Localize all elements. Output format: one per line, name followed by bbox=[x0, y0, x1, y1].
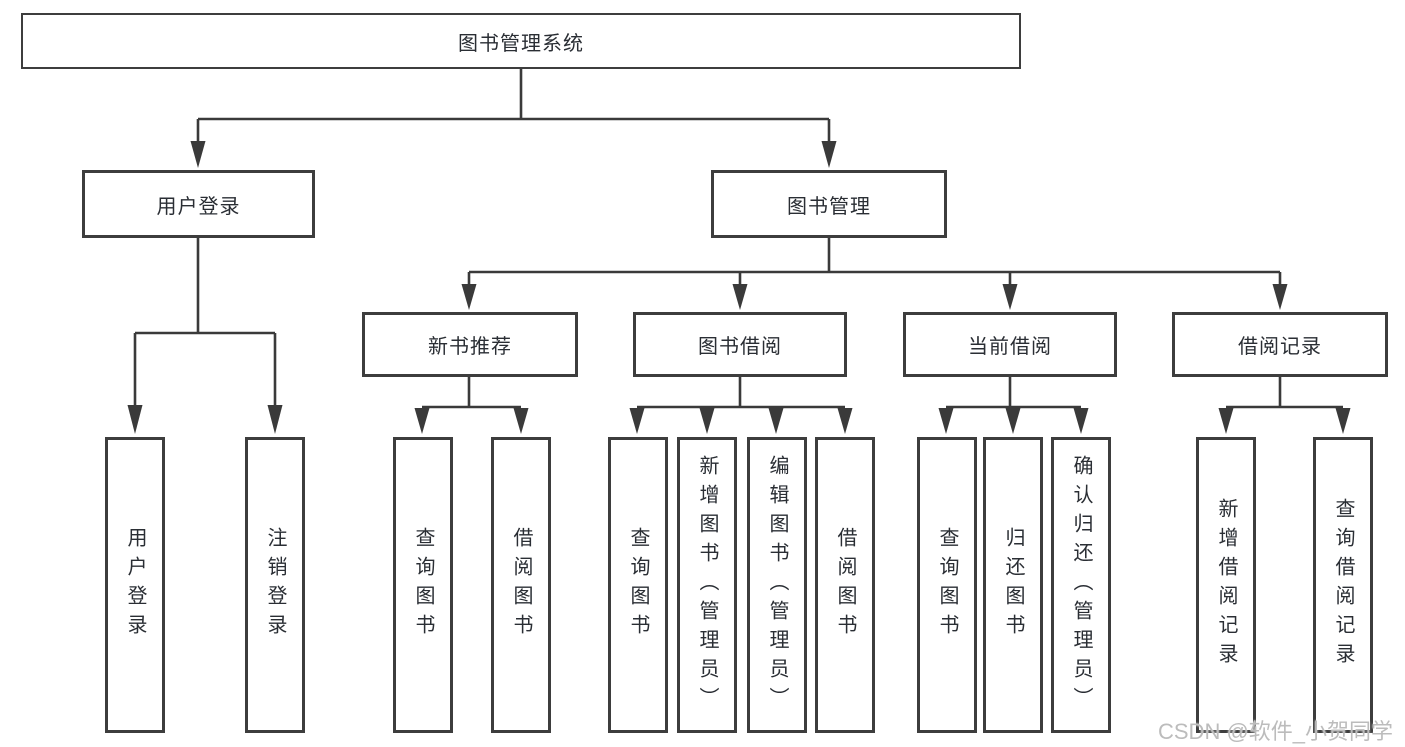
node-book-borrowing: 图书借阅 bbox=[633, 312, 847, 377]
leaf-logout: 注销登录 bbox=[245, 437, 305, 733]
leaf-borrow-books-recommend: 借阅图书 bbox=[491, 437, 551, 733]
leaf-edit-books-admin-label: 编辑图书（管理员） bbox=[766, 454, 788, 716]
node-new-book-recommendation: 新书推荐 bbox=[362, 312, 578, 377]
leaf-query-borrow-record-label: 查询借阅记录 bbox=[1332, 498, 1354, 672]
leaf-return-books-label: 归还图书 bbox=[1002, 527, 1024, 643]
leaf-edit-books-admin: 编辑图书（管理员） bbox=[747, 437, 807, 733]
arrowhead-icons bbox=[127, 141, 1351, 434]
leaf-user-login: 用户登录 bbox=[105, 437, 165, 733]
node-book-management: 图书管理 bbox=[711, 170, 947, 238]
leaf-confirm-return-admin-label: 确认归还（管理员） bbox=[1070, 454, 1092, 716]
leaf-query-borrow-record: 查询借阅记录 bbox=[1313, 437, 1373, 733]
node-library-management-system: 图书管理系统 bbox=[21, 13, 1021, 69]
leaf-add-borrow-record: 新增借阅记录 bbox=[1196, 437, 1256, 733]
leaf-query-books-current-label: 查询图书 bbox=[936, 527, 958, 643]
leaf-borrow-books-borrowing-label: 借阅图书 bbox=[834, 527, 856, 643]
node-user-login: 用户登录 bbox=[82, 170, 315, 238]
tree-branch-lines bbox=[133, 69, 1343, 409]
leaf-query-books-recommend: 查询图书 bbox=[393, 437, 453, 733]
leaf-user-login-label: 用户登录 bbox=[124, 527, 146, 643]
node-current-borrowing: 当前借阅 bbox=[903, 312, 1117, 377]
leaf-confirm-return-admin: 确认归还（管理员） bbox=[1051, 437, 1111, 733]
leaf-borrow-books-borrowing: 借阅图书 bbox=[815, 437, 875, 733]
leaf-return-books: 归还图书 bbox=[983, 437, 1043, 733]
leaf-add-books-admin: 新增图书（管理员） bbox=[677, 437, 737, 733]
leaf-query-books-borrowing: 查询图书 bbox=[608, 437, 668, 733]
node-borrowing-records: 借阅记录 bbox=[1172, 312, 1388, 377]
csdn-watermark: CSDN @软件_小贺同学 bbox=[1158, 719, 1394, 744]
leaf-query-books-borrowing-label: 查询图书 bbox=[627, 527, 649, 643]
leaf-query-books-recommend-label: 查询图书 bbox=[412, 527, 434, 643]
leaf-add-books-admin-label: 新增图书（管理员） bbox=[696, 454, 718, 716]
leaf-logout-label: 注销登录 bbox=[264, 527, 286, 643]
leaf-add-borrow-record-label: 新增借阅记录 bbox=[1215, 498, 1237, 672]
leaf-query-books-current: 查询图书 bbox=[917, 437, 977, 733]
leaf-borrow-books-recommend-label: 借阅图书 bbox=[510, 527, 532, 643]
